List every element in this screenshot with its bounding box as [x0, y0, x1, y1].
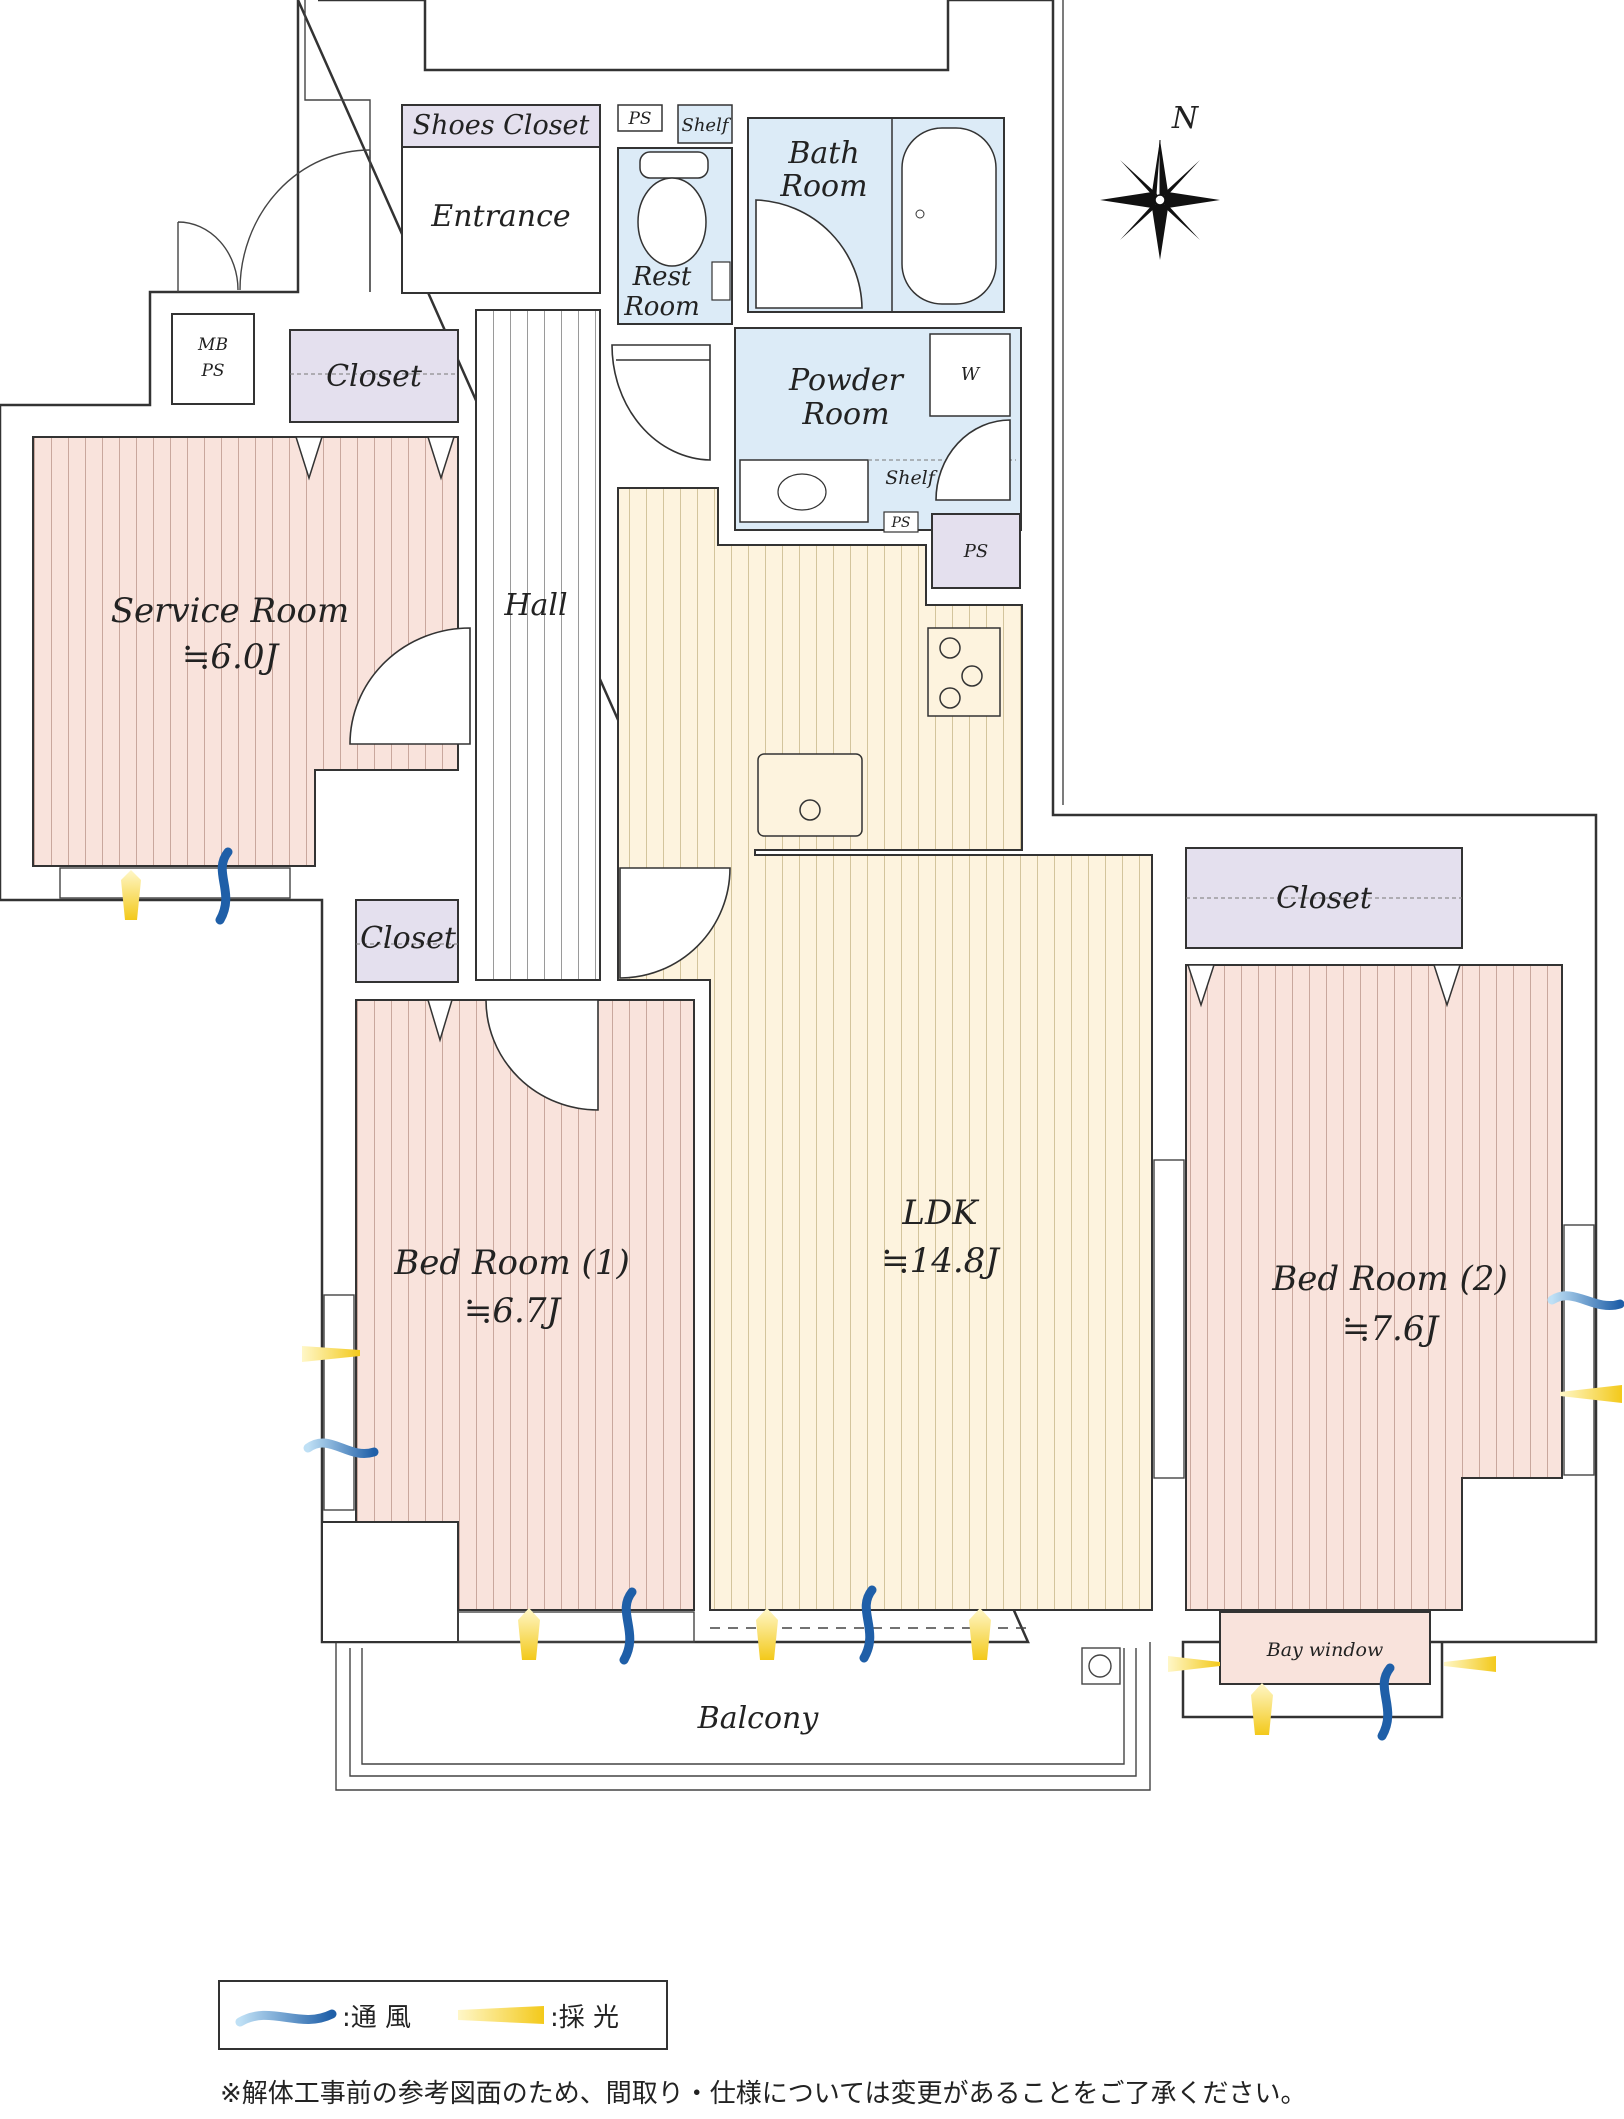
shoes-closet-label: Shoes Closet: [413, 110, 590, 141]
bed2-closet-label: Closet: [1276, 881, 1373, 916]
powder-label: Powder: [788, 363, 905, 398]
ps-box: [931, 513, 1021, 589]
mb-ps-label: PS: [200, 361, 224, 381]
legend: :通 風 :採 光: [218, 1980, 668, 2050]
mb-ps-box: [171, 313, 255, 405]
bath-room: Bath Room: [747, 117, 1005, 313]
wind-legend-icon: [235, 2009, 337, 2027]
bed1-size: ≒6.7J: [464, 1291, 563, 1331]
light-legend-icon: [458, 2006, 544, 2024]
hall-label: Hall: [503, 588, 567, 623]
light-legend-label: :採 光: [550, 2003, 619, 2033]
entrance-label: Entrance: [430, 199, 570, 234]
bathtub: [901, 127, 997, 305]
light-marker-icon: [1168, 1656, 1220, 1672]
bed1-closet: [355, 899, 459, 983]
stove: [927, 627, 1001, 717]
building-outline: [0, 0, 1598, 1719]
service-door: [349, 627, 471, 745]
balcony-label: Balcony: [697, 1701, 820, 1736]
light-marker-icon: [969, 1608, 991, 1660]
bed1-closet-label: Closet: [360, 921, 457, 956]
light-markers: [121, 870, 1622, 1735]
rest-room: PS Shelf Rest Room: [617, 104, 733, 325]
hall: Hall: [475, 309, 711, 981]
toilet-tank: [639, 151, 709, 179]
light-marker-icon: [302, 1346, 360, 1362]
service-room-label: Service Room: [111, 591, 350, 631]
compass-north-label: N: [1171, 101, 1200, 136]
bath-label: Bath: [787, 136, 859, 171]
bed1-label: Bed Room (1): [393, 1243, 629, 1283]
shoes-closet: [401, 104, 601, 148]
wind-marker-icon: [859, 1585, 877, 1663]
kitchen-sink: [757, 753, 863, 837]
wind-legend-label: :通 風: [342, 2003, 411, 2033]
bed-room-1: Closet Bed Room (1) ≒6.7J: [321, 899, 695, 1643]
bed2-label: Bed Room (2): [1271, 1259, 1507, 1299]
shelf-powder-label: Shelf: [885, 467, 938, 489]
ldk-label: LDK: [901, 1193, 980, 1233]
washer-space: [929, 333, 1011, 417]
shelf-top: [677, 104, 733, 144]
rest-room-label-2: Room: [623, 292, 700, 322]
footnote: ※解体工事前の参考図面のため、間取り・仕様については変更があることをご了承くださ…: [220, 2079, 1307, 2109]
wind-marker-icon: [1547, 1291, 1624, 1310]
bed-room-2: Closet Bed Room (2) ≒7.6J Bay window: [1153, 847, 1595, 1685]
wind-markers: [215, 847, 1624, 1741]
bay-window: [1219, 1611, 1431, 1685]
washer-label: W: [961, 364, 981, 385]
service-closet: [289, 329, 459, 423]
compass-icon: [1100, 139, 1220, 260]
powder-label-2: Room: [801, 397, 889, 432]
washbasin: [777, 473, 827, 511]
toilet-bowl: [637, 177, 707, 267]
bed2-size: ≒7.6J: [1342, 1309, 1441, 1349]
wind-marker-icon: [619, 1587, 637, 1665]
light-marker-icon: [1444, 1656, 1496, 1672]
ps-top-box: [617, 104, 663, 132]
mb-label: MB: [197, 335, 228, 355]
light-marker-icon: [756, 1608, 778, 1660]
wind-marker-icon: [303, 1438, 379, 1458]
ps-small-label: PS: [890, 515, 910, 531]
powder-room: W Shelf Powder Room: [734, 327, 1022, 531]
ps-top-label: PS: [627, 109, 651, 129]
light-marker-icon: [121, 870, 141, 920]
bay-window-label: Bay window: [1266, 1639, 1384, 1661]
wind-marker-icon: [215, 847, 233, 925]
ldk: LDK ≒14.8J: [617, 487, 1153, 1611]
wind-marker-icon: [1377, 1663, 1395, 1741]
light-marker-icon: [1251, 1683, 1273, 1735]
service-room: Closet Service Room ≒6.0J: [32, 329, 471, 899]
shelf-top-label: Shelf: [682, 115, 732, 136]
entrance: Shoes Closet Entrance: [177, 104, 601, 294]
ps-box-label: PS: [963, 541, 988, 562]
light-marker-icon: [518, 1608, 540, 1660]
bath-door: [755, 199, 863, 309]
bath-label-2: Room: [779, 169, 867, 204]
light-marker-icon: [1560, 1385, 1622, 1403]
ldk-size: ≒14.8J: [881, 1241, 1001, 1281]
rest-room-label: Rest: [632, 262, 692, 292]
service-room-size: ≒6.0J: [182, 637, 281, 677]
balcony: Balcony: [335, 1642, 1151, 1791]
service-closet-label: Closet: [326, 359, 423, 394]
